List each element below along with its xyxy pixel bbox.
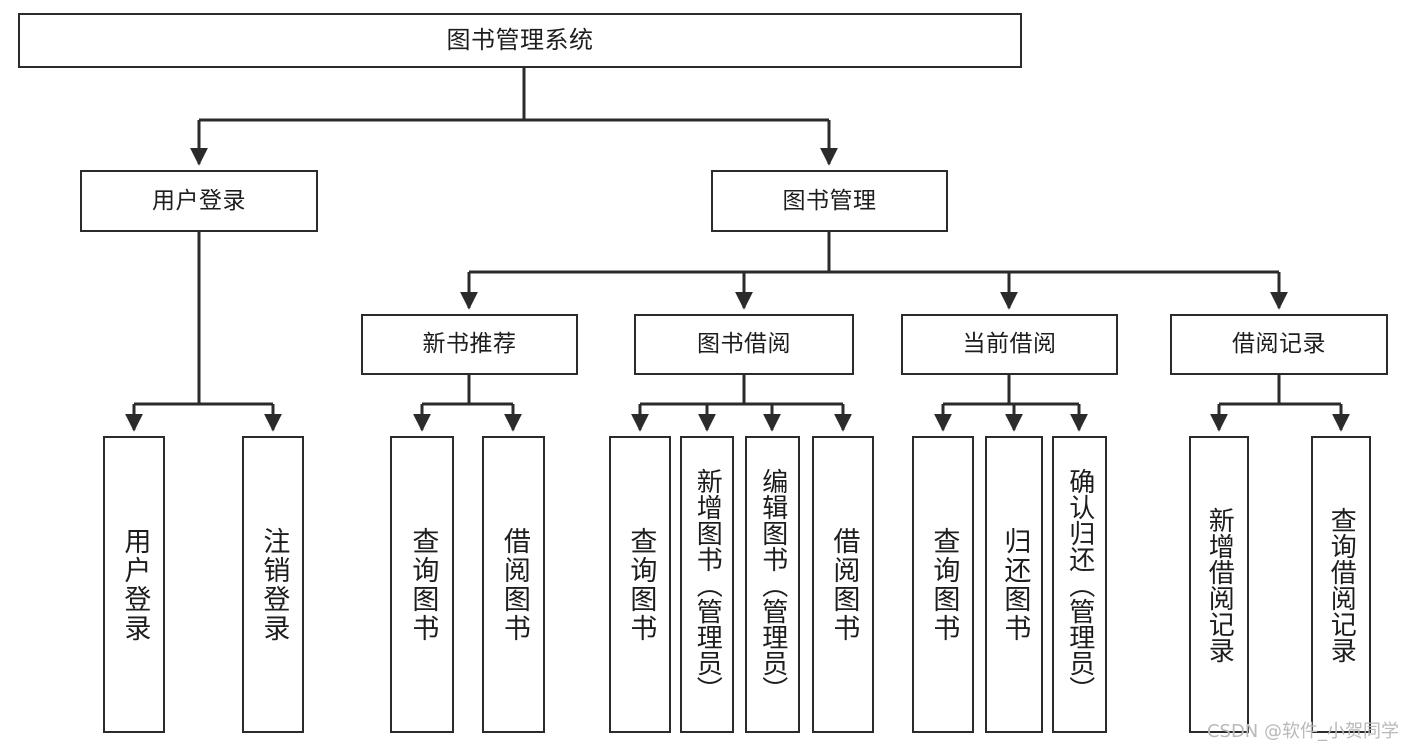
leaf-edit-book-admin-label: 编辑图书（管理员） — [757, 467, 788, 702]
node-book-borrow[interactable]: 图书借阅 — [634, 314, 854, 375]
leaf-query-book-newbook[interactable]: 查询图书 — [390, 436, 454, 733]
leaf-logout[interactable]: 注销登录 — [242, 436, 304, 733]
node-root[interactable]: 图书管理系统 — [18, 13, 1022, 68]
leaf-add-book-admin-label: 新增图书（管理员） — [692, 467, 723, 702]
leaf-user-login-label: 用户登录 — [119, 526, 151, 643]
node-book-borrow-label: 图书借阅 — [697, 331, 791, 358]
node-borrow-record-label: 借阅记录 — [1232, 331, 1326, 358]
leaf-return-book-label: 归还图书 — [999, 526, 1031, 643]
leaf-logout-label: 注销登录 — [258, 526, 290, 643]
node-user-login-label: 用户登录 — [152, 187, 246, 214]
leaf-add-borrow-record-label: 新增借阅记录 — [1204, 506, 1235, 663]
leaf-add-borrow-record[interactable]: 新增借阅记录 — [1189, 436, 1249, 733]
leaf-add-book-admin[interactable]: 新增图书（管理员） — [680, 436, 734, 733]
leaf-borrow-book-newbook[interactable]: 借阅图书 — [482, 436, 545, 733]
leaf-borrow-book[interactable]: 借阅图书 — [812, 436, 874, 733]
leaf-query-book-current-label: 查询图书 — [928, 526, 960, 643]
leaf-borrow-book-newbook-label: 借阅图书 — [498, 526, 530, 643]
node-user-login[interactable]: 用户登录 — [80, 170, 318, 232]
leaf-query-book-borrow[interactable]: 查询图书 — [609, 436, 671, 733]
leaf-query-borrow-record[interactable]: 查询借阅记录 — [1311, 436, 1371, 733]
leaf-user-login[interactable]: 用户登录 — [103, 436, 165, 733]
leaf-confirm-return-admin[interactable]: 确认归还（管理员） — [1052, 436, 1107, 733]
leaf-query-book-current[interactable]: 查询图书 — [912, 436, 974, 733]
node-current-borrow-label: 当前借阅 — [962, 331, 1057, 358]
node-new-book-recommend-label: 新书推荐 — [422, 331, 517, 358]
leaf-query-book-borrow-label: 查询图书 — [625, 526, 657, 643]
node-current-borrow[interactable]: 当前借阅 — [901, 314, 1118, 375]
node-book-management-label: 图书管理 — [782, 187, 877, 214]
leaf-query-book-newbook-label: 查询图书 — [407, 526, 439, 643]
leaf-edit-book-admin[interactable]: 编辑图书（管理员） — [745, 436, 800, 733]
leaf-confirm-return-admin-label: 确认归还（管理员） — [1064, 467, 1095, 702]
node-root-label: 图书管理系统 — [446, 25, 594, 54]
leaf-return-book[interactable]: 归还图书 — [985, 436, 1043, 733]
node-book-management[interactable]: 图书管理 — [711, 170, 948, 232]
leaf-query-borrow-record-label: 查询借阅记录 — [1326, 506, 1357, 663]
leaf-borrow-book-label: 借阅图书 — [828, 526, 860, 643]
node-new-book-recommend[interactable]: 新书推荐 — [361, 314, 578, 375]
node-borrow-record[interactable]: 借阅记录 — [1170, 314, 1388, 375]
